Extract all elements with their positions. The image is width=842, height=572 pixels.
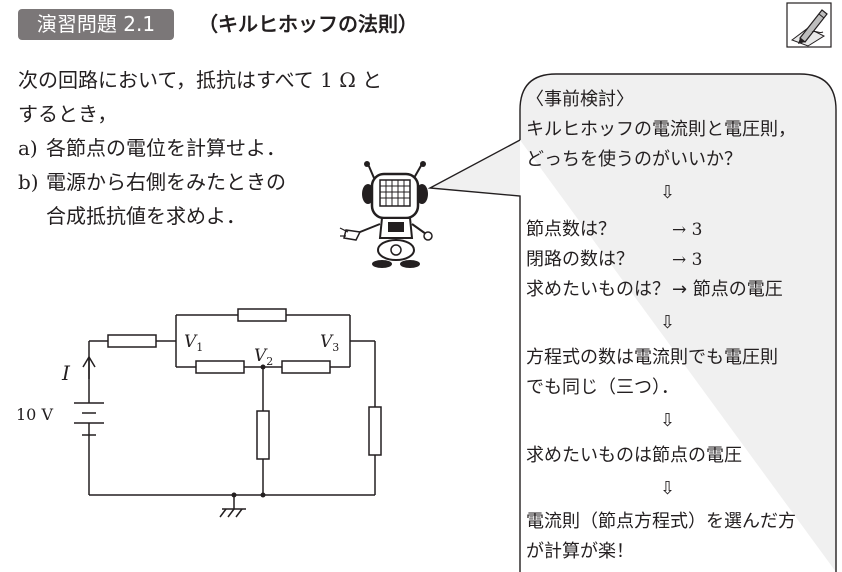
want-node-voltage: 求めたいものは節点の電圧 <box>526 445 742 466</box>
want-question: 求めたいものは？ <box>526 279 670 300</box>
current-label: I <box>61 361 71 385</box>
down-arrow-icon: ⇩ <box>660 312 676 333</box>
conclusion-line1: 電流則（節点方程式）を選んだ方 <box>526 511 796 532</box>
equation-count-line2: でも同じ（三つ）． <box>526 377 679 398</box>
source-voltage-label: 10 V <box>16 405 53 424</box>
down-arrow-icon: ⇩ <box>660 478 676 499</box>
down-arrow-icon: ⇩ <box>660 182 676 203</box>
node-v3-label: V3 <box>320 332 339 354</box>
problem-intro-line1: 次の回路において，抵抗はすべて 1 Ω と <box>18 68 383 92</box>
want-answer: → 節点の電圧 <box>672 279 783 300</box>
node-v2-label: V2 <box>254 346 273 368</box>
question-b-text-line1: 電源から右側をみたときの <box>46 170 286 194</box>
node-v1-label: V1 <box>184 332 203 354</box>
circuit-diagram: I 10 V V1 V2 V3 <box>16 308 382 518</box>
robot-character-illustration <box>339 161 433 268</box>
problem-intro-line2: するとき， <box>18 102 118 126</box>
question-b-text-line2: 合成抵抗値を求めよ． <box>46 204 246 228</box>
pencil-writing-icon <box>786 2 832 48</box>
conclusion-line2: が計算が楽！ <box>526 541 634 562</box>
question-a-label: a) <box>18 136 38 160</box>
loops-question: 閉路の数は？ <box>526 249 634 270</box>
exercise-title: （キルヒホッフの法則） <box>198 12 418 36</box>
question-a-text: 各節点の電位を計算せよ． <box>46 136 286 160</box>
equation-count-line1: 方程式の数は電流則でも電圧則 <box>526 347 778 368</box>
nodes-question: 節点数は？ <box>526 219 616 240</box>
question-b-label: b) <box>18 170 39 194</box>
bubble-question-line2: どっちを使うのがいいか？ <box>526 149 742 170</box>
exercise-badge: 演習問題 2.1 <box>18 9 174 40</box>
bubble-question-line1: キルヒホッフの電流則と電圧則， <box>526 119 796 140</box>
down-arrow-icon: ⇩ <box>660 410 676 431</box>
loops-answer: → 3 <box>672 250 703 270</box>
bubble-heading: 〈事前検討〉 <box>526 89 634 110</box>
nodes-answer: → 3 <box>672 220 703 240</box>
